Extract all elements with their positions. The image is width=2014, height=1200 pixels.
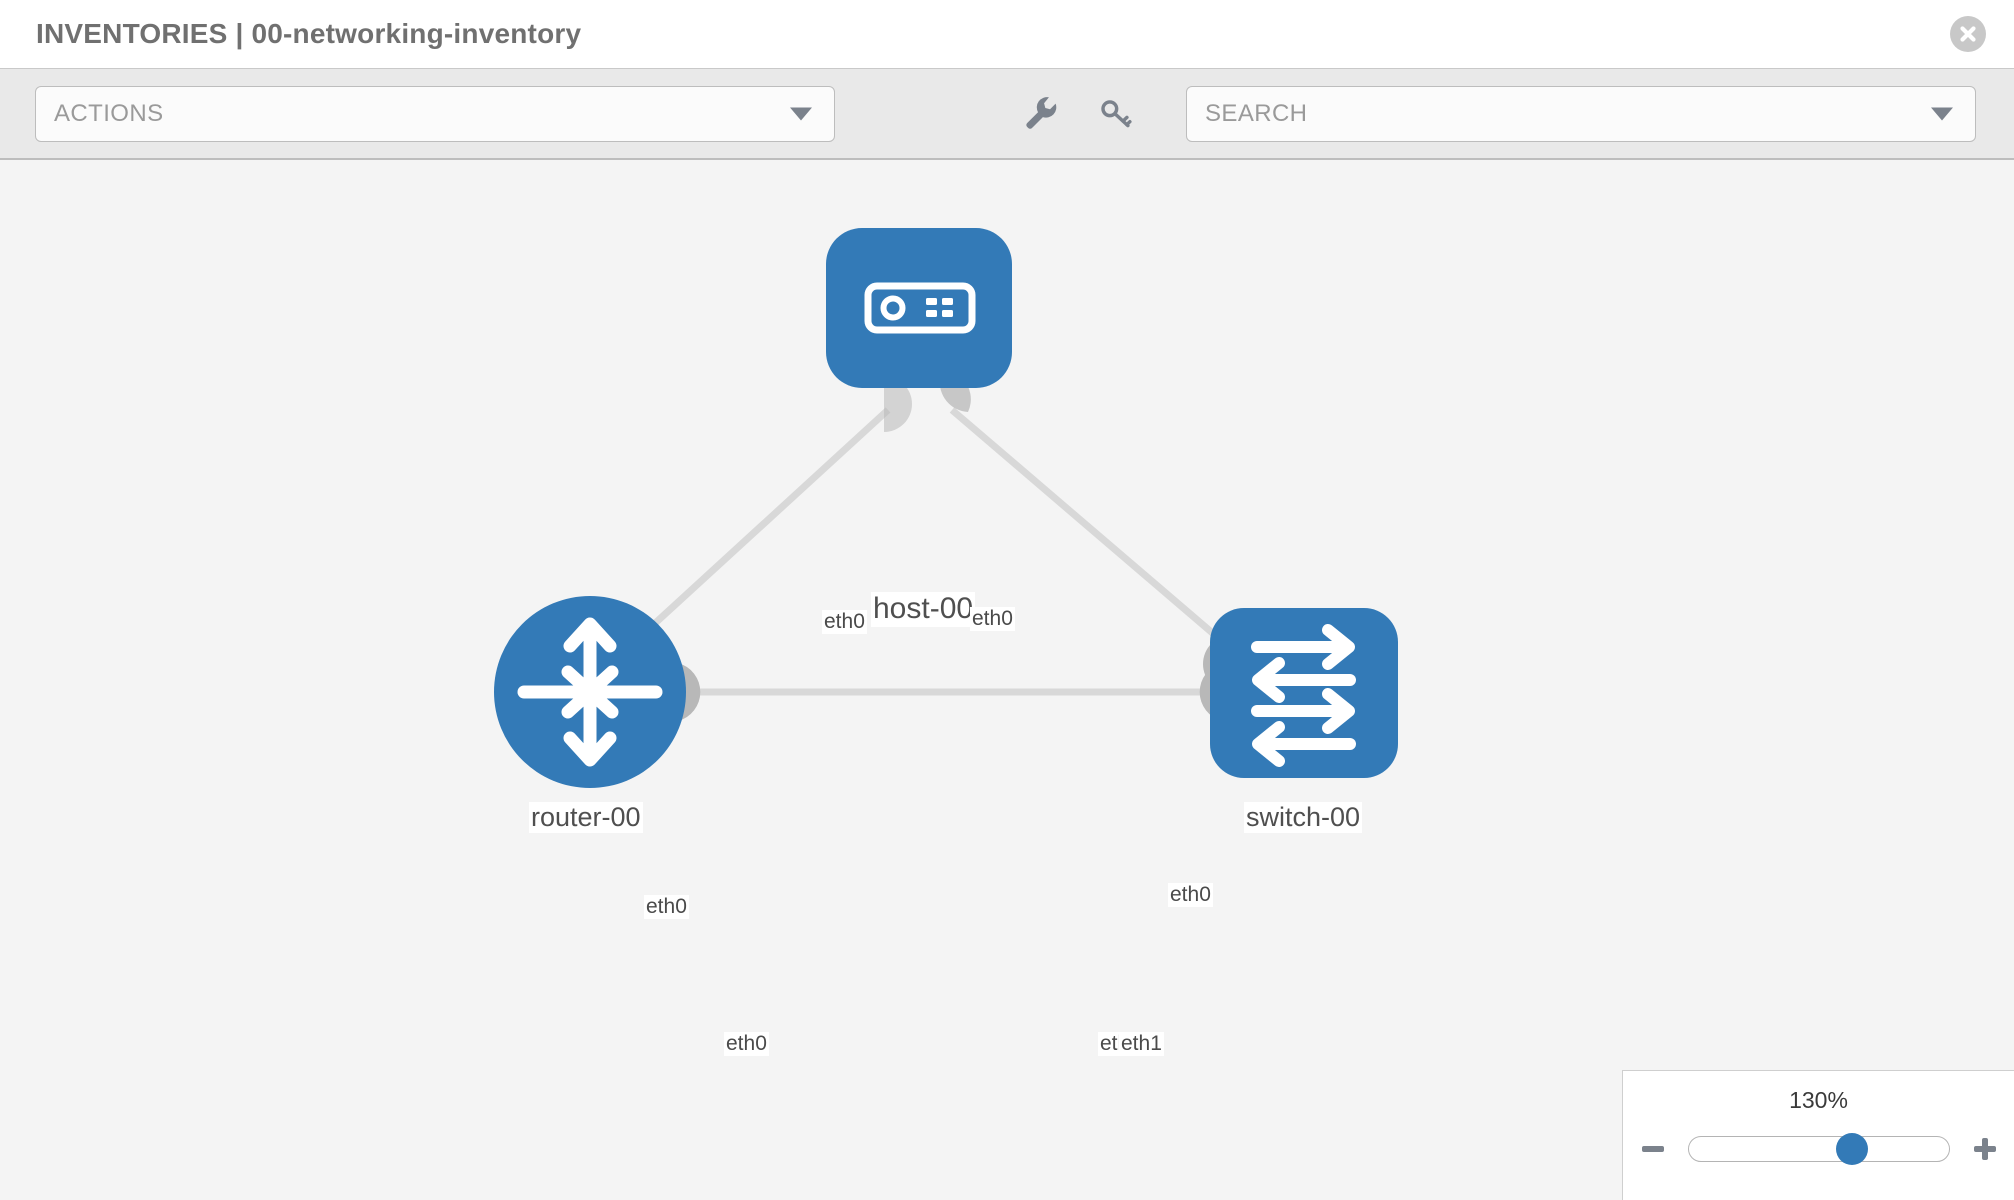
actions-dropdown[interactable]: ACTIONS bbox=[35, 85, 835, 142]
key-icon[interactable] bbox=[1094, 92, 1138, 136]
minus-icon[interactable] bbox=[1636, 1132, 1670, 1166]
node-label-host-00: host-00 bbox=[871, 592, 976, 627]
node-host-00[interactable] bbox=[826, 228, 1012, 388]
zoom-slider-thumb[interactable] bbox=[1836, 1133, 1869, 1165]
plus-icon[interactable] bbox=[1968, 1132, 2002, 1166]
topology-graph bbox=[494, 228, 1398, 788]
interface-label-host00-eth0-right: eth0 bbox=[970, 607, 1015, 632]
page-header: INVENTORIES | 00-networking-inventory bbox=[0, 0, 2014, 68]
wrench-icon[interactable] bbox=[1020, 92, 1064, 136]
node-label-router-00: router-00 bbox=[529, 802, 643, 834]
toolbar-icon-group bbox=[1020, 92, 1138, 136]
zoom-control-panel: 130% bbox=[1622, 1070, 2014, 1200]
search-placeholder: SEARCH bbox=[1205, 99, 1308, 127]
interface-label-router00-eth0: eth0 bbox=[724, 1032, 769, 1057]
interface-label-host00-eth0-left: eth0 bbox=[822, 610, 867, 635]
node-router-00[interactable] bbox=[494, 596, 686, 788]
chevron-down-icon bbox=[790, 107, 812, 120]
search-input[interactable]: SEARCH bbox=[1186, 85, 1976, 142]
page-title: INVENTORIES | 00-networking-inventory bbox=[36, 18, 582, 49]
node-switch-00[interactable] bbox=[1210, 608, 1398, 778]
close-icon[interactable] bbox=[1950, 16, 1986, 52]
toolbar: ACTIONS SEARCH bbox=[0, 68, 2014, 160]
actions-dropdown-label: ACTIONS bbox=[54, 99, 164, 127]
interface-label-router00-eth0-up: eth0 bbox=[644, 895, 689, 920]
interface-label-switch00-eth0-up: eth0 bbox=[1168, 883, 1213, 908]
chevron-down-icon[interactable] bbox=[1931, 107, 1953, 120]
link-host00-switch00 bbox=[949, 407, 1247, 663]
zoom-percent-label: 130% bbox=[1789, 1087, 1848, 1113]
zoom-slider[interactable] bbox=[1687, 1133, 1950, 1165]
port-stub-host00-left bbox=[884, 376, 912, 432]
link-host00-router00 bbox=[625, 407, 891, 651]
interface-label-switch00-eth1: eth1 bbox=[1119, 1032, 1164, 1057]
topology-canvas[interactable]: host-00 router-00 switch-00 eth0 eth0 et… bbox=[0, 160, 2014, 1200]
zoom-slider-row bbox=[1623, 1125, 2014, 1173]
node-label-switch-00: switch-00 bbox=[1244, 802, 1363, 834]
